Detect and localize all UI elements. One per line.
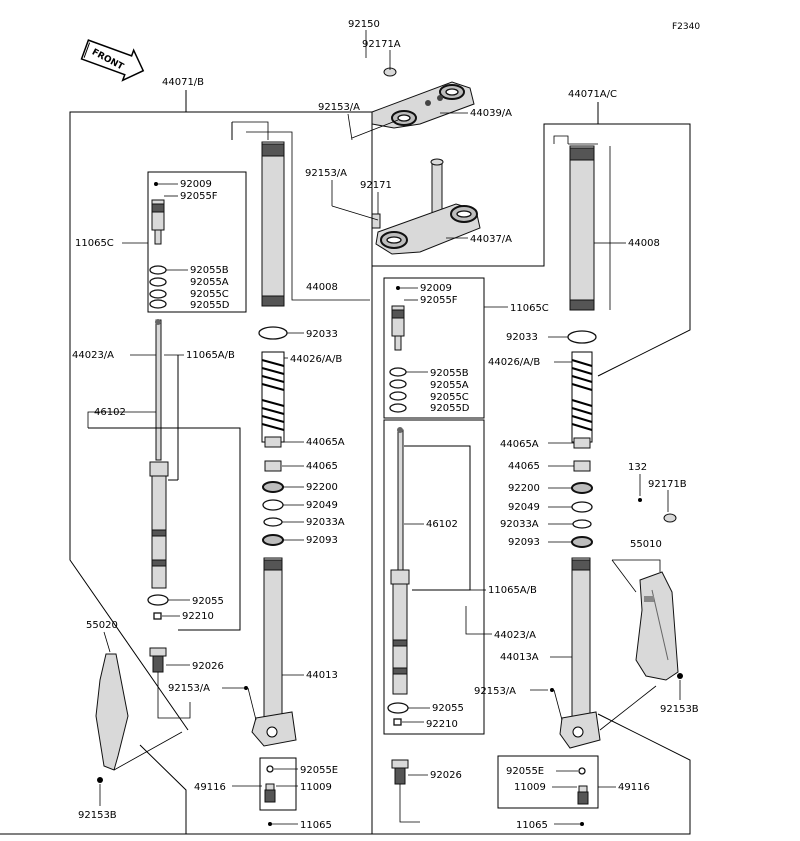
label-left-92055c: 92055C (190, 289, 229, 300)
label-left-92055e: 92055E (300, 765, 338, 776)
left-cartridge-valve (151, 182, 165, 245)
label-left-55020: 55020 (86, 620, 118, 631)
label-44071ac: 44071A/C (568, 89, 617, 100)
label-right-92055a: 92055A (430, 380, 469, 391)
label-right-55010: 55010 (630, 539, 662, 550)
lower-triple-clamp (371, 158, 481, 255)
label-left-92033: 92033 (306, 329, 338, 340)
label-92171: 92171 (360, 180, 392, 191)
right-damper-rod (390, 427, 410, 695)
label-left-92049: 92049 (306, 500, 338, 511)
label-left-44065: 44065 (306, 461, 338, 472)
label-92153a-top: 92153/A (318, 102, 360, 113)
label-left-92026: 92026 (192, 661, 224, 672)
label-right-92171b: 92171B (648, 479, 687, 490)
label-right-92055e: 92055E (506, 766, 544, 777)
label-right-92055b: 92055B (430, 368, 469, 379)
label-left-92009: 92009 (180, 179, 212, 190)
left-inner-tube (251, 557, 297, 747)
label-left-44026ab: 44026/A/B (290, 354, 342, 365)
label-right-11009: 11009 (514, 782, 546, 793)
label-right-92200: 92200 (508, 483, 540, 494)
label-right-92093: 92093 (508, 537, 540, 548)
label-right-92026: 92026 (430, 770, 462, 781)
left-outer-tube (261, 141, 285, 307)
left-fork-guard (95, 653, 129, 771)
label-right-44013a: 44013A (500, 652, 539, 663)
label-right-11065: 11065 (516, 820, 548, 831)
label-left-11065c: 11065C (75, 238, 114, 249)
label-left-44065a: 44065A (306, 437, 345, 448)
label-left-92055f: 92055F (180, 191, 218, 202)
label-right-11065ab: 11065A/B (488, 585, 537, 596)
label-right-92055d: 92055D (430, 403, 470, 414)
label-left-92033a: 92033A (306, 517, 345, 528)
label-right-44065a: 44065A (500, 439, 539, 450)
right-cartridge-valve (391, 286, 405, 351)
label-left-49116: 49116 (194, 782, 226, 793)
label-92153a-mid: 92153/A (305, 168, 347, 179)
label-right-49116: 49116 (618, 782, 650, 793)
right-outer-tube (569, 145, 595, 311)
label-left-44023a: 44023/A (72, 350, 114, 361)
label-left-92093: 92093 (306, 535, 338, 546)
right-inner-tube (559, 557, 601, 749)
label-left-92210: 92210 (182, 611, 214, 622)
label-92150: 92150 (348, 19, 380, 30)
right-fork-guard (635, 571, 679, 681)
label-right-44065: 44065 (508, 461, 540, 472)
label-right-92055f: 92055F (420, 295, 458, 306)
label-left-46102: 46102 (94, 407, 126, 418)
label-left-11009: 11009 (300, 782, 332, 793)
label-left-92200: 92200 (306, 482, 338, 493)
right-bolt (391, 759, 409, 785)
label-right-46102: 46102 (426, 519, 458, 530)
label-right-11065c: 11065C (510, 303, 549, 314)
label-left-92055d: 92055D (190, 300, 230, 311)
label-right-92055c: 92055C (430, 392, 469, 403)
label-right-44008: 44008 (628, 238, 660, 249)
figure-code: F2340 (672, 22, 700, 32)
label-right-92049: 92049 (508, 502, 540, 513)
front-arrow-icon (80, 39, 145, 82)
label-right-92153b: 92153B (660, 704, 699, 715)
label-left-11065ab: 11065A/B (186, 350, 235, 361)
label-left-11065: 11065 (300, 820, 332, 831)
label-left-92055a: 92055A (190, 277, 229, 288)
label-left-92055b: 92055B (190, 265, 229, 276)
label-left-44013: 44013 (306, 670, 338, 681)
right-fork-spring (571, 351, 593, 443)
label-left-44008: 44008 (306, 282, 338, 293)
upper-triple-clamp (371, 67, 475, 129)
left-fork-spring (261, 351, 285, 443)
label-right-44026ab: 44026/A/B (488, 357, 540, 368)
label-44039a: 44039/A (470, 108, 512, 119)
label-92171a: 92171A (362, 39, 401, 50)
label-left-92153a: 92153/A (168, 683, 210, 694)
left-damper-rod (149, 319, 169, 589)
label-right-92009: 92009 (420, 283, 452, 294)
label-right-92055: 92055 (432, 703, 464, 714)
label-right-132: 132 (628, 462, 647, 473)
label-right-44023a: 44023/A (494, 630, 536, 641)
label-44071b: 44071/B (162, 77, 204, 88)
label-right-92033: 92033 (506, 332, 538, 343)
label-right-92210: 92210 (426, 719, 458, 730)
label-right-92153a: 92153/A (474, 686, 516, 697)
label-right-92033a: 92033A (500, 519, 539, 530)
left-bolt (149, 647, 167, 673)
label-left-92153b: 92153B (78, 810, 117, 821)
label-44037a: 44037/A (470, 234, 512, 245)
label-left-92055: 92055 (192, 596, 224, 607)
